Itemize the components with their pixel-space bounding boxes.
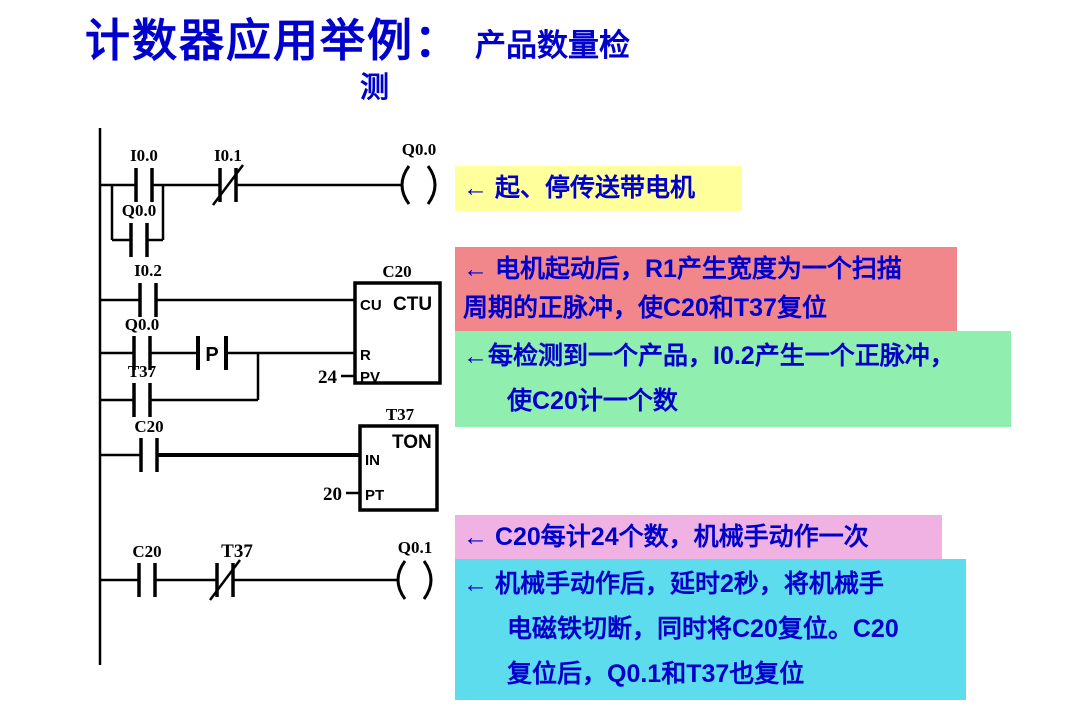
contact-nc-T37 [209,559,241,601]
ton-name-label: T37 [386,405,415,424]
ctu-box [353,281,442,385]
contact-I0.2 [138,283,158,317]
contact-label-I0.0: I0.0 [130,146,158,165]
contact-label-seal-Q0.0: Q0.0 [122,201,156,220]
contact-nc-I0.1 [212,164,244,206]
seal-branch-wires [110,185,165,242]
annotation-line: 复位后，Q0.1和T37也复位 [507,660,805,688]
page-title-main: 计数器应用举例： [85,15,462,66]
page-title-sub: 产品数量检 [475,28,631,63]
ton-in-label: IN [365,452,380,469]
annotation-delay-reset: ← 机械手动作后，延时2秒，将机械手 电磁铁切断，同时将C20复位。C20 复位… [455,559,966,700]
ctu-cu-label: CU [360,297,382,314]
annotation-line: ←每检测到一个产品，I0.2产生一个正脉冲， [463,342,955,370]
contact-label-C20-output: C20 [132,542,161,561]
ctu-name-label: C20 [382,262,411,281]
contact-label-nc-T37: T37 [221,541,253,562]
positive-edge-label: P [205,344,218,366]
ctu-type-label: CTU [393,294,432,315]
annotation-line: ← 机械手动作后，延时2秒，将机械手 [463,570,884,598]
annotation-line: 使C20计一个数 [507,387,678,415]
annotation-line: 电磁铁切断，同时将C20复位。C20 [507,615,899,643]
rung1: I0.0 I0.1 Q0.0 Q0.0 [100,140,437,257]
contact-parallel-T37 [132,383,152,417]
page-title-wrap: 测 [360,72,390,104]
ctu-pv-value: 24 [318,367,338,388]
rung2-wires [100,298,355,402]
coil-Q0.1 [396,560,433,600]
annotation-line: ← 电机起动后，R1产生宽度为一个扫描 [463,255,902,283]
contact-I0.0 [134,168,154,202]
ctu-pv-label: PV [360,369,380,386]
rung3-wires [100,453,360,495]
coil-label-Q0.1: Q0.1 [398,538,432,557]
contact-label-parallel-T37: T37 [128,362,157,381]
contact-label-I0.2: I0.2 [134,261,162,280]
rung4: C20 T37 Q0.1 [100,538,433,601]
annotation-line: 周期的正脉冲，使C20和T37复位 [463,294,827,322]
contact-label-I0.1: I0.1 [214,146,242,165]
annotation-reset-pulse: ← 电机起动后，R1产生宽度为一个扫描 周期的正脉冲，使C20和T37复位 [455,247,957,331]
contact-seal-Q0.0 [129,223,149,257]
annotation-robot-action: ← C20每计24个数，机械手动作一次 [455,515,942,560]
contact-label-reset-Q0.0: Q0.0 [125,315,159,334]
contact-C20-timer [139,438,159,472]
annotation-line: ← C20每计24个数，机械手动作一次 [463,523,869,551]
ton-box [358,424,439,512]
annotation-line: ← 起、停传送带电机 [463,174,695,202]
contact-C20-output [137,563,157,597]
rung3: C20 T37 TON IN PT 20 [100,405,439,512]
ton-type-label: TON [392,432,432,453]
ton-pt-label: PT [365,487,384,504]
contact-reset-Q0.0 [132,336,152,370]
ton-pt-value: 20 [323,484,342,505]
page-title: 计数器应用举例： 产品数量检 [85,4,630,69]
coil-label-Q0.0: Q0.0 [402,140,436,159]
annotation-count-pulse: ←每检测到一个产品，I0.2产生一个正脉冲， 使C20计一个数 [455,331,1011,427]
positive-edge-contact [196,336,228,370]
coil-Q0.0 [400,165,437,205]
annotation-start-stop-motor: ← 起、停传送带电机 [455,166,742,211]
rung2: I0.2 C20 CU CTU R PV 24 Q0.0 P T37 [100,261,442,417]
ctu-r-label: R [360,347,371,364]
contact-label-C20-timer: C20 [134,417,163,436]
